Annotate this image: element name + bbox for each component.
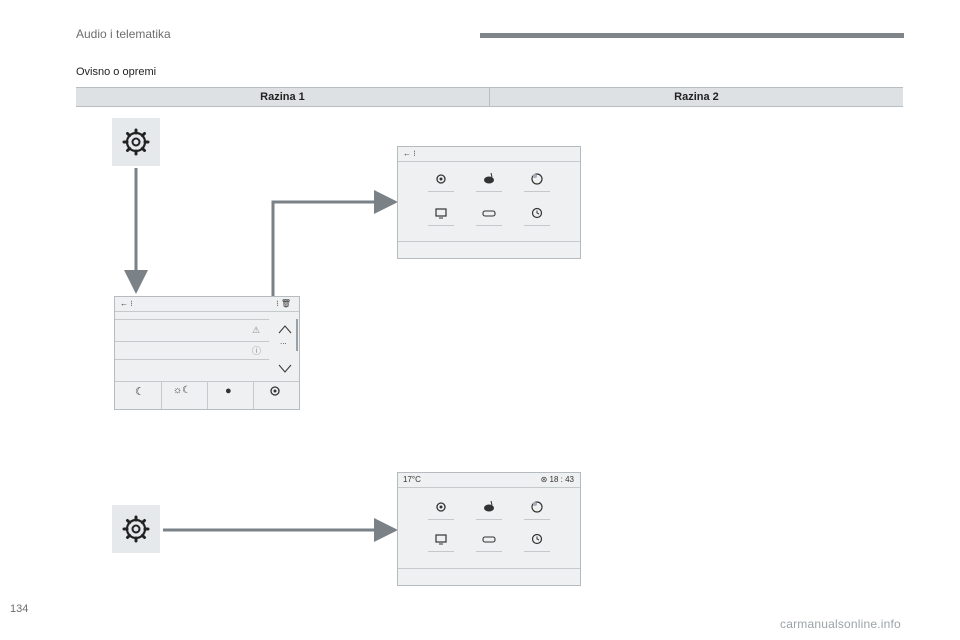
monitor-icon bbox=[435, 534, 447, 545]
language-tile[interactable] bbox=[524, 167, 550, 192]
level-1-header: Razina 1 bbox=[260, 91, 305, 103]
monitor-icon bbox=[435, 208, 447, 219]
display-tile[interactable] bbox=[428, 201, 454, 226]
speech-bubble-icon bbox=[531, 173, 543, 185]
gear-icon bbox=[122, 515, 150, 543]
theme-tile[interactable] bbox=[476, 495, 502, 520]
language-tile[interactable] bbox=[524, 495, 550, 520]
night-mode-icon[interactable]: ☾ bbox=[135, 386, 145, 398]
screen-top-bar[interactable]: ← ⁝ bbox=[398, 147, 580, 162]
watermark: carmanualsonline.info bbox=[780, 617, 901, 631]
scroll-down-icon[interactable] bbox=[278, 361, 292, 379]
screen-status-bar: 17°C ⊛ 18 : 43 bbox=[398, 473, 580, 488]
scrollbar[interactable] bbox=[296, 319, 298, 351]
level-table-header: Razina 1 Razina 2 bbox=[76, 87, 903, 107]
settings-gear-box-top[interactable] bbox=[112, 118, 160, 166]
gear-icon bbox=[436, 502, 446, 512]
section-title: Audio i telematika bbox=[76, 27, 171, 41]
screen-top-icons[interactable]: ⁝ 🗑 bbox=[276, 299, 291, 308]
palette-icon bbox=[484, 172, 494, 184]
toolbar-separator bbox=[207, 381, 208, 409]
palette-icon bbox=[484, 500, 494, 512]
profile-icon[interactable]: ● bbox=[225, 385, 232, 397]
equipment-note: Ovisno o opremi bbox=[76, 66, 157, 78]
settings-icon[interactable] bbox=[268, 384, 282, 403]
settings-tile[interactable] bbox=[428, 495, 454, 520]
units-icon bbox=[482, 536, 496, 543]
clock-icon bbox=[531, 207, 543, 219]
level-2-header: Razina 2 bbox=[489, 88, 903, 106]
display-tile[interactable] bbox=[428, 527, 454, 552]
clock-tile[interactable] bbox=[524, 201, 550, 226]
home-screen-level2: 17°C ⊛ 18 : 43 bbox=[397, 472, 581, 586]
toolbar-separator bbox=[161, 381, 162, 409]
dots-label: ... bbox=[280, 337, 287, 346]
settings-tile[interactable] bbox=[428, 167, 454, 192]
theme-tile[interactable] bbox=[476, 167, 502, 192]
day-night-icon[interactable]: ☼☾ bbox=[173, 385, 192, 396]
units-tile[interactable] bbox=[476, 527, 502, 552]
screen-top-bar: ← ⁝ ⁝ 🗑 bbox=[115, 297, 299, 312]
settings-screen-level1: ← ⁝ ⁝ 🗑 ⚠ ⓘ ... ☾ ☼☾ ● bbox=[114, 296, 300, 410]
header-divider bbox=[480, 33, 904, 38]
info-icon: ⓘ bbox=[252, 346, 262, 356]
clock-label: ⊛ 18 : 43 bbox=[540, 475, 574, 484]
scroll-up-icon[interactable] bbox=[278, 321, 292, 339]
list-divider bbox=[115, 359, 269, 360]
settings-screen-level2-top: ← ⁝ bbox=[397, 146, 581, 259]
list-divider bbox=[115, 341, 269, 342]
gear-icon bbox=[270, 386, 280, 396]
units-tile[interactable] bbox=[476, 201, 502, 226]
speech-bubble-icon bbox=[531, 501, 543, 513]
screen-bottom-divider bbox=[398, 568, 580, 569]
page-number: 134 bbox=[10, 603, 29, 615]
gear-icon bbox=[122, 128, 150, 156]
warning-icon: ⚠ bbox=[252, 325, 261, 335]
toolbar-separator bbox=[253, 381, 254, 409]
screen-bottom-divider bbox=[398, 241, 580, 242]
back-button[interactable]: ← ⁝ bbox=[120, 299, 133, 308]
list-divider bbox=[115, 319, 269, 320]
temperature-label: 17°C bbox=[403, 475, 421, 484]
units-icon bbox=[482, 210, 496, 217]
clock-tile[interactable] bbox=[524, 527, 550, 552]
clock-icon bbox=[531, 533, 543, 545]
gear-icon bbox=[436, 174, 446, 184]
settings-gear-box-bottom[interactable] bbox=[112, 505, 160, 553]
